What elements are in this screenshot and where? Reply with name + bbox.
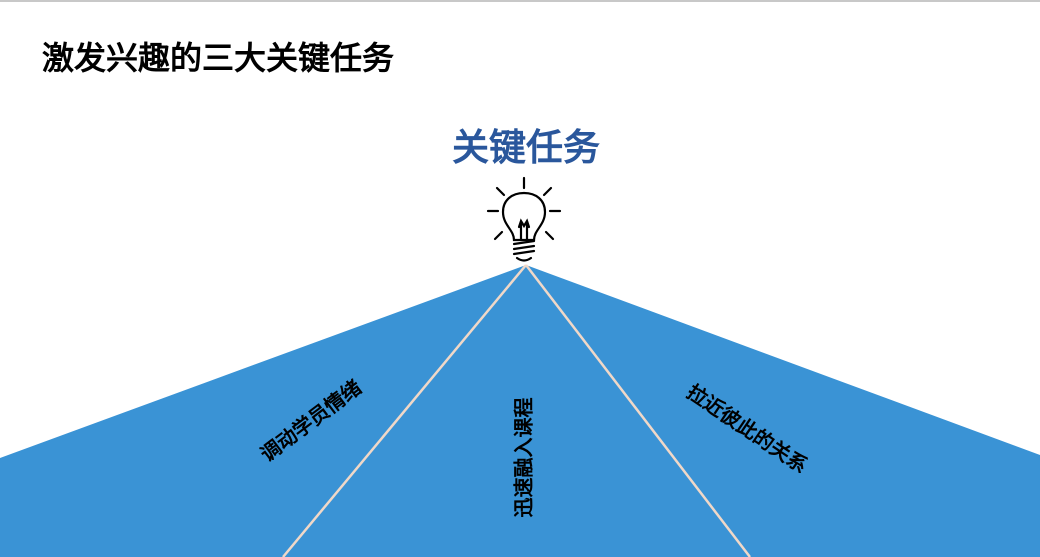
divider-left <box>282 264 527 557</box>
fan-shape <box>0 265 1040 557</box>
divider-right <box>525 264 751 557</box>
task-label-course: 迅速融入课程 <box>511 397 536 518</box>
diagram-heading: 关键任务 <box>452 126 600 169</box>
top-border <box>0 0 1040 2</box>
page-title: 激发兴趣的三大关键任务 <box>42 39 395 77</box>
lightbulb-icon <box>486 176 562 262</box>
